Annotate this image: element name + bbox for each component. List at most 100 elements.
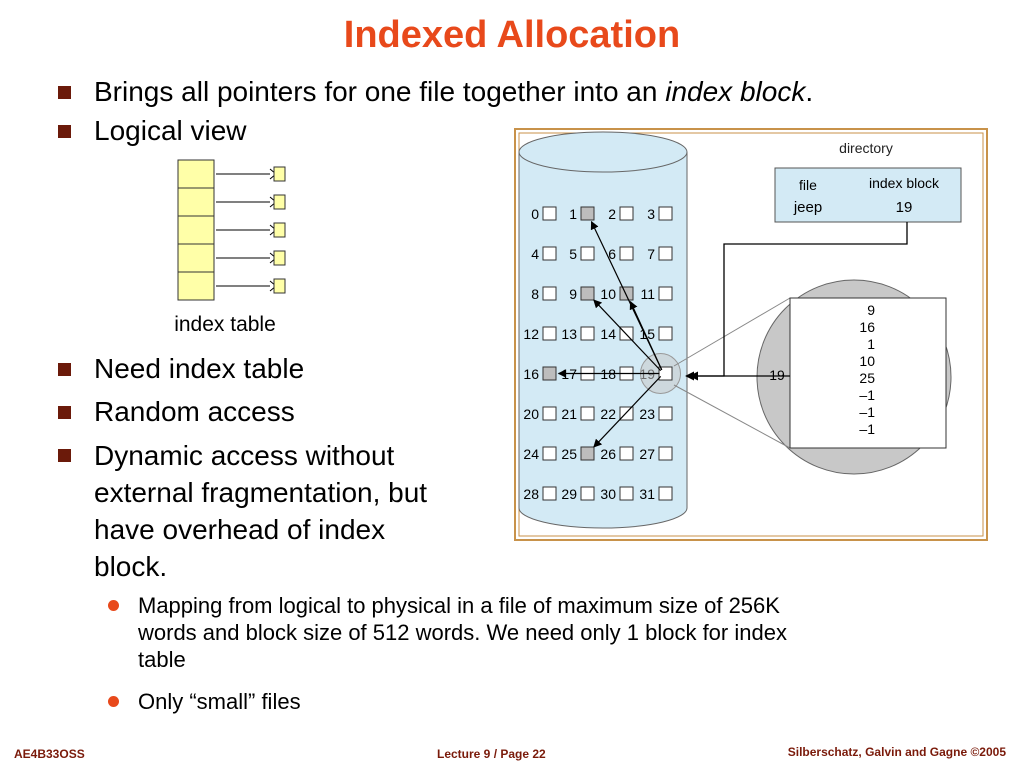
index-entry-value: –1: [859, 387, 875, 403]
disk-block-label: 29: [561, 486, 577, 502]
disk-cylinder: [518, 131, 688, 529]
disk-block-label: 4: [531, 246, 539, 262]
bullet-period: .: [805, 76, 814, 107]
disk-block: [658, 406, 673, 421]
disk-block-label: 7: [647, 246, 655, 262]
zoom-block-number: 19: [769, 367, 785, 383]
disk-block-label: 31: [639, 486, 655, 502]
disk-block: [619, 446, 634, 461]
index-table-entry: [177, 187, 215, 217]
disk-block: [658, 206, 673, 221]
bullet-index-block: Brings all pointers for one file togethe…: [58, 74, 1018, 110]
bullet-logical-view: Logical view: [58, 113, 358, 149]
disk-block-label: 10: [600, 286, 616, 302]
bullet-line: have overhead of index: [94, 514, 386, 545]
square-bullet-icon: [58, 449, 71, 462]
disk-block-label: 25: [561, 446, 577, 462]
square-bullet-icon: [58, 406, 71, 419]
disk-block-label: 0: [531, 206, 539, 222]
disk-block: [619, 246, 634, 261]
directory-label: directory: [839, 140, 893, 156]
disk-block: [580, 446, 595, 461]
index-table-caption: index table: [174, 313, 276, 336]
index-table-entry: [177, 159, 215, 189]
disk-block-label: 20: [523, 406, 539, 422]
disk-block-label: 8: [531, 286, 539, 302]
directory-table: [774, 167, 962, 223]
indexed-allocation-diagram: 0123456789101112131415161718192021222324…: [514, 128, 988, 541]
disk-block: [658, 286, 673, 301]
disk-block: [580, 486, 595, 501]
square-bullet-icon: [58, 125, 71, 138]
index-entry-value: 1: [867, 336, 875, 352]
index-block-contents: [789, 297, 947, 449]
index-entry-value: 25: [859, 370, 875, 386]
zoom-guide-line: [673, 384, 791, 449]
disk-block: [542, 206, 557, 221]
index-entry-value: –1: [859, 421, 875, 437]
disk-block-label: 24: [523, 446, 539, 462]
logical-data-block: [273, 194, 286, 210]
disk-block: [580, 326, 595, 341]
disk-block: [658, 486, 673, 501]
index-table-entry: [177, 271, 215, 301]
disk-block-label: 16: [523, 366, 539, 382]
directory-col-index-block: index block: [869, 175, 940, 191]
disk-block: [542, 326, 557, 341]
bullet-italic-term: index block: [665, 76, 806, 107]
sub-bullet-mapping: Mapping from logical to physical in a fi…: [108, 592, 1008, 676]
index-table-entry: [177, 243, 215, 273]
sub-bullet-small-files: Only “small” files: [108, 688, 708, 716]
bullet-text: Logical view: [94, 115, 247, 146]
disk-block: [580, 206, 595, 221]
disk-block: [658, 246, 673, 261]
disk-block-label: 28: [523, 486, 539, 502]
disk-block-label: 27: [639, 446, 655, 462]
disk-block-label: 1: [569, 206, 577, 222]
disk-block-label: 11: [640, 286, 655, 302]
footer-course: AE4B33OSS: [14, 747, 85, 761]
disk-block-label: 12: [523, 326, 539, 342]
index-table-entry: [177, 215, 215, 245]
bullet-text: Need index table: [94, 353, 305, 384]
disk-block: [619, 486, 634, 501]
bullet-line: external fragmentation, but: [94, 477, 428, 508]
index-entry-value: 10: [859, 353, 875, 369]
disk-block: [542, 366, 557, 381]
bullet-dynamic-access: Dynamic access without external fragment…: [58, 437, 508, 582]
bullet-text: Brings all pointers for one file togethe…: [94, 76, 666, 107]
disk-block: [658, 446, 673, 461]
disk-block-label: 9: [569, 286, 577, 302]
disk-block-label: 2: [608, 206, 616, 222]
disk-block-label: 23: [639, 406, 655, 422]
index-entry-value: –1: [859, 404, 875, 420]
directory-col-file: file: [799, 177, 817, 193]
disk-block: [658, 326, 673, 341]
directory-file-name: jeep: [793, 199, 822, 216]
disk-block: [542, 286, 557, 301]
logical-view-diagram: [177, 159, 286, 301]
slide-title: Indexed Allocation: [343, 14, 681, 56]
sub-bullet-text: Only “small” files: [138, 689, 301, 714]
index-entry-value: 9: [867, 302, 875, 318]
disk-block: [580, 246, 595, 261]
logical-data-block: [273, 166, 286, 182]
directory-index-block-value: 19: [896, 199, 913, 216]
bullet-line: Dynamic access without: [94, 440, 395, 471]
disk-block-label: 3: [647, 206, 655, 222]
block-pointer-arrow: [629, 300, 663, 371]
square-bullet-icon: [58, 363, 71, 376]
bullet-text: Random access: [94, 396, 295, 427]
sub-bullet-line: words and block size of 512 words. We ne…: [138, 620, 787, 645]
disk-block: [542, 246, 557, 261]
disk-block: [542, 446, 557, 461]
square-bullet-icon: [58, 86, 71, 99]
zoom-guide-line: [673, 297, 791, 367]
disk-block-label: 6: [608, 246, 616, 262]
round-bullet-icon: [108, 600, 119, 611]
disk-block: [619, 206, 634, 221]
block-pointer-arrow: [593, 299, 662, 372]
disk-block: [580, 286, 595, 301]
pointer-arrows: [557, 220, 663, 448]
round-bullet-icon: [108, 696, 119, 707]
